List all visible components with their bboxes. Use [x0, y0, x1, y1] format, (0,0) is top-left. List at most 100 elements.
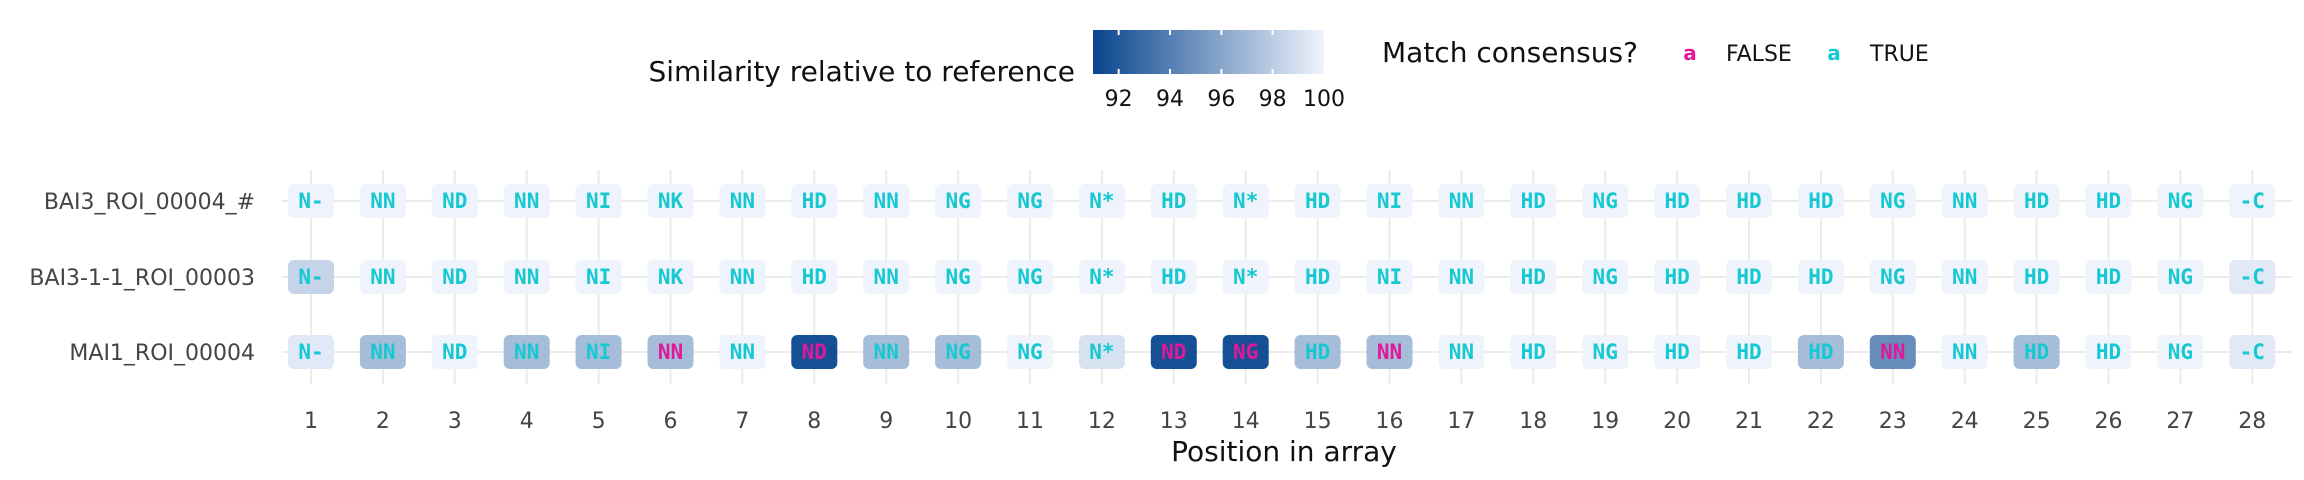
x-tick-label: 5: [592, 409, 606, 434]
cell-label: NG: [1880, 265, 1905, 289]
cell-label: ND: [442, 340, 467, 364]
cell-label: HD: [1521, 189, 1546, 213]
legend-key-label: TRUE: [1869, 42, 1929, 67]
x-tick-label: 22: [1807, 409, 1835, 434]
heatmap-cell: [719, 184, 766, 218]
colorbar-tick-label: 92: [1105, 87, 1133, 112]
cell-label: HD: [1664, 340, 1689, 364]
cell-label: NG: [2168, 265, 2193, 289]
x-tick-label: 20: [1663, 409, 1691, 434]
cell-label: NN: [874, 189, 899, 213]
cell-label: NK: [658, 189, 684, 213]
x-tick-label: 9: [879, 409, 893, 434]
heatmap-cell: [1222, 335, 1269, 369]
heatmap-cell: [2085, 335, 2132, 369]
x-tick-label: 14: [1232, 409, 1260, 434]
x-tick-label: 16: [1376, 409, 1404, 434]
cell-label: NN: [1952, 340, 1977, 364]
heatmap-cell: [1869, 260, 1916, 294]
heatmap-cell: [1726, 335, 1772, 369]
cell-label: N-: [298, 340, 323, 364]
heatmap-cell: [2013, 260, 2060, 294]
cell-label: NG: [1593, 189, 1618, 213]
cell-label: HD: [802, 265, 827, 289]
heatmap-cell: [1078, 260, 1125, 294]
cell-label: NI: [586, 265, 611, 289]
cell-label: ND: [442, 189, 467, 213]
cell-label: NN: [370, 340, 395, 364]
colorbar-tick-label: 96: [1207, 87, 1235, 112]
cell-label: NG: [945, 265, 970, 289]
cell-label: HD: [1521, 340, 1546, 364]
heatmap-cell: [2157, 260, 2204, 294]
heatmap-cell: [1582, 184, 1629, 218]
cell-label: NN: [1952, 189, 1977, 213]
heatmap-cell: [1654, 184, 1701, 218]
cell-label: NN: [1449, 340, 1474, 364]
heatmap-cell: [2085, 184, 2132, 218]
cell-label: HD: [802, 189, 827, 213]
cell-label: NG: [1593, 340, 1618, 364]
heatmap-cell: [647, 184, 694, 218]
legend-key-label: FALSE: [1726, 42, 1792, 67]
heatmap-cell: [1797, 260, 1844, 294]
heatmap-cell: [431, 335, 478, 369]
heatmap-cell: [2229, 184, 2276, 218]
cell-label: NI: [1377, 265, 1402, 289]
heatmap-cell: [359, 184, 406, 218]
x-tick-label: 11: [1016, 409, 1044, 434]
heatmap-cell: [2157, 335, 2204, 369]
row-labels: BAI3_ROI_00004_#BAI3-1-1_ROI_00003MAI1_R…: [29, 190, 255, 366]
x-tick-label: 10: [944, 409, 972, 434]
x-tick-label: 24: [1951, 409, 1979, 434]
heatmap-cell: [503, 335, 550, 369]
cell-label: NN: [1449, 265, 1474, 289]
heatmap-cells: N- NN ND NN NI NK NN HD NN NG NG N* HD N* HD NI NN HD NG HD…: [288, 184, 2276, 369]
heatmap-cell: [647, 260, 694, 294]
fill-legend-title: Similarity relative to reference: [648, 55, 1075, 88]
cell-label: HD: [2096, 265, 2121, 289]
cell-label: HD: [1305, 189, 1330, 213]
cell-label: HD: [1305, 265, 1330, 289]
heatmap-cell: [1797, 184, 1844, 218]
x-tick-label: 28: [2238, 409, 2266, 434]
heatmap-cell: [935, 335, 982, 369]
cell-label: HD: [1161, 265, 1186, 289]
cell-label: NN: [730, 189, 755, 213]
heatmap-cell: [1510, 260, 1557, 294]
colorbar-tick-label: 94: [1156, 87, 1184, 112]
heatmap-cell: [791, 184, 838, 218]
x-tick-label: 26: [2095, 409, 2123, 434]
heatmap-cell: [1366, 260, 1413, 294]
cell-label: N*: [1089, 340, 1114, 364]
cell-label: HD: [2024, 340, 2049, 364]
cell-label: NG: [1017, 340, 1042, 364]
heatmap-cell: [1150, 335, 1197, 369]
cell-label: NG: [1017, 189, 1042, 213]
cell-label: N-: [298, 265, 323, 289]
heatmap-cell: [359, 335, 406, 369]
cell-label: NN: [730, 340, 755, 364]
cell-label: N-: [298, 189, 323, 213]
legend-key-glyph: a: [1827, 41, 1841, 65]
heatmap-cell: [2157, 184, 2204, 218]
x-tick-label: 23: [1879, 409, 1907, 434]
heatmap-cell: [1726, 260, 1772, 294]
row-label: MAI1_ROI_00004: [69, 341, 255, 366]
heatmap-cell: [1869, 335, 1916, 369]
heatmap-cell: [1078, 184, 1125, 218]
heatmap-cell: [1294, 260, 1341, 294]
cell-label: HD: [1736, 340, 1761, 364]
heatmap-cell: [1294, 335, 1341, 369]
cell-label: HD: [1161, 189, 1186, 213]
cell-label: HD: [2096, 340, 2121, 364]
heatmap-cell: [288, 335, 334, 369]
cell-label: -C: [2240, 189, 2265, 213]
x-tick-label: 4: [520, 409, 534, 434]
cell-label: N*: [1233, 265, 1258, 289]
row-label: BAI3-1-1_ROI_00003: [29, 266, 255, 291]
heatmap-cell: [1726, 184, 1772, 218]
heatmap-cell: [1294, 184, 1341, 218]
